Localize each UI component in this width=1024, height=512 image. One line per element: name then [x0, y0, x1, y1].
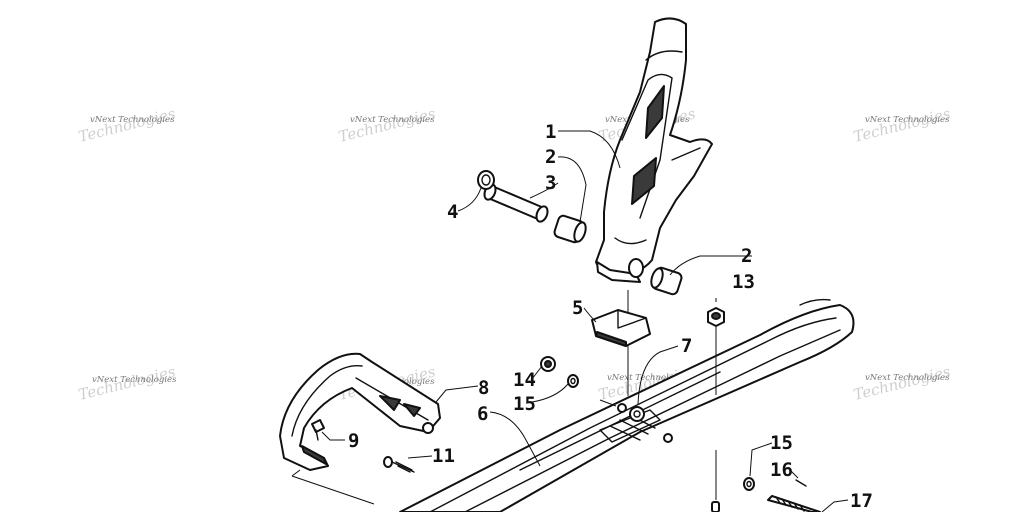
cotter-pin [795, 479, 807, 487]
callout-6: 6 [477, 403, 488, 425]
bushing-upper [553, 214, 587, 244]
watermark-ghost-text: Technologies [77, 104, 178, 146]
lock-nut [540, 356, 556, 372]
watermark-text: vNext Technologies [92, 375, 177, 385]
watermark-ghost-text: Technologies [337, 104, 438, 146]
rubber-damper [591, 309, 651, 347]
ski-handle [279, 352, 441, 471]
spindle-pin [628, 258, 644, 278]
callout-4: 4 [447, 201, 458, 223]
spindle-bolt [767, 495, 821, 512]
watermark-text: vNext Technologies [865, 373, 950, 383]
watermark-top-center: Technologies vNext Technologies [337, 104, 438, 146]
watermark-text: vNext Technologies [865, 115, 950, 125]
sleeve [483, 183, 549, 223]
callout-7: 7 [681, 335, 692, 357]
washer-upper [567, 374, 579, 388]
callout-16: 16 [770, 459, 793, 481]
callout-2-upper: 2 [545, 146, 556, 168]
callout-15-lower: 15 [770, 432, 793, 454]
callout-8: 8 [478, 377, 489, 399]
callout-2-lower: 2 [741, 245, 752, 267]
leader-lines [291, 130, 849, 512]
washer-lower [743, 477, 755, 491]
watermark-top-right: Technologies vNext Technologies [852, 104, 953, 146]
handle-bolt [311, 419, 325, 441]
callout-9: 9 [348, 430, 359, 452]
watermark-text: vNext Technologies [90, 115, 175, 125]
callout-13: 13 [732, 271, 755, 293]
watermark-text: vNext Technologies [607, 373, 692, 383]
callout-5: 5 [572, 297, 583, 319]
bushing-lower [650, 266, 683, 296]
callout-17: 17 [850, 490, 873, 512]
watermark-ghost-text: Technologies [852, 104, 953, 146]
callout-11: 11 [432, 445, 455, 467]
spindle [595, 17, 713, 283]
callout-15-upper: 15 [513, 393, 536, 415]
watermark-top-left: Technologies vNext Technologies [77, 104, 178, 146]
callout-14: 14 [513, 369, 536, 391]
spacer-washer [617, 403, 645, 422]
end-cap [477, 170, 495, 190]
watermark-ghost-text: Technologies [852, 362, 953, 404]
screw [383, 456, 415, 473]
callout-1: 1 [545, 121, 556, 143]
watermark-text: vNext Technologies [350, 115, 435, 125]
watermark-bottom-right: Technologies vNext Technologies [852, 362, 953, 404]
watermark-bottom-left: Technologies vNext Technologies [77, 362, 178, 404]
nut [707, 307, 725, 327]
callouts: 1 2 3 4 2 13 5 7 14 8 15 6 9 11 15 16 17 [348, 121, 873, 512]
callout-3: 3 [545, 172, 556, 194]
stud [711, 501, 720, 512]
